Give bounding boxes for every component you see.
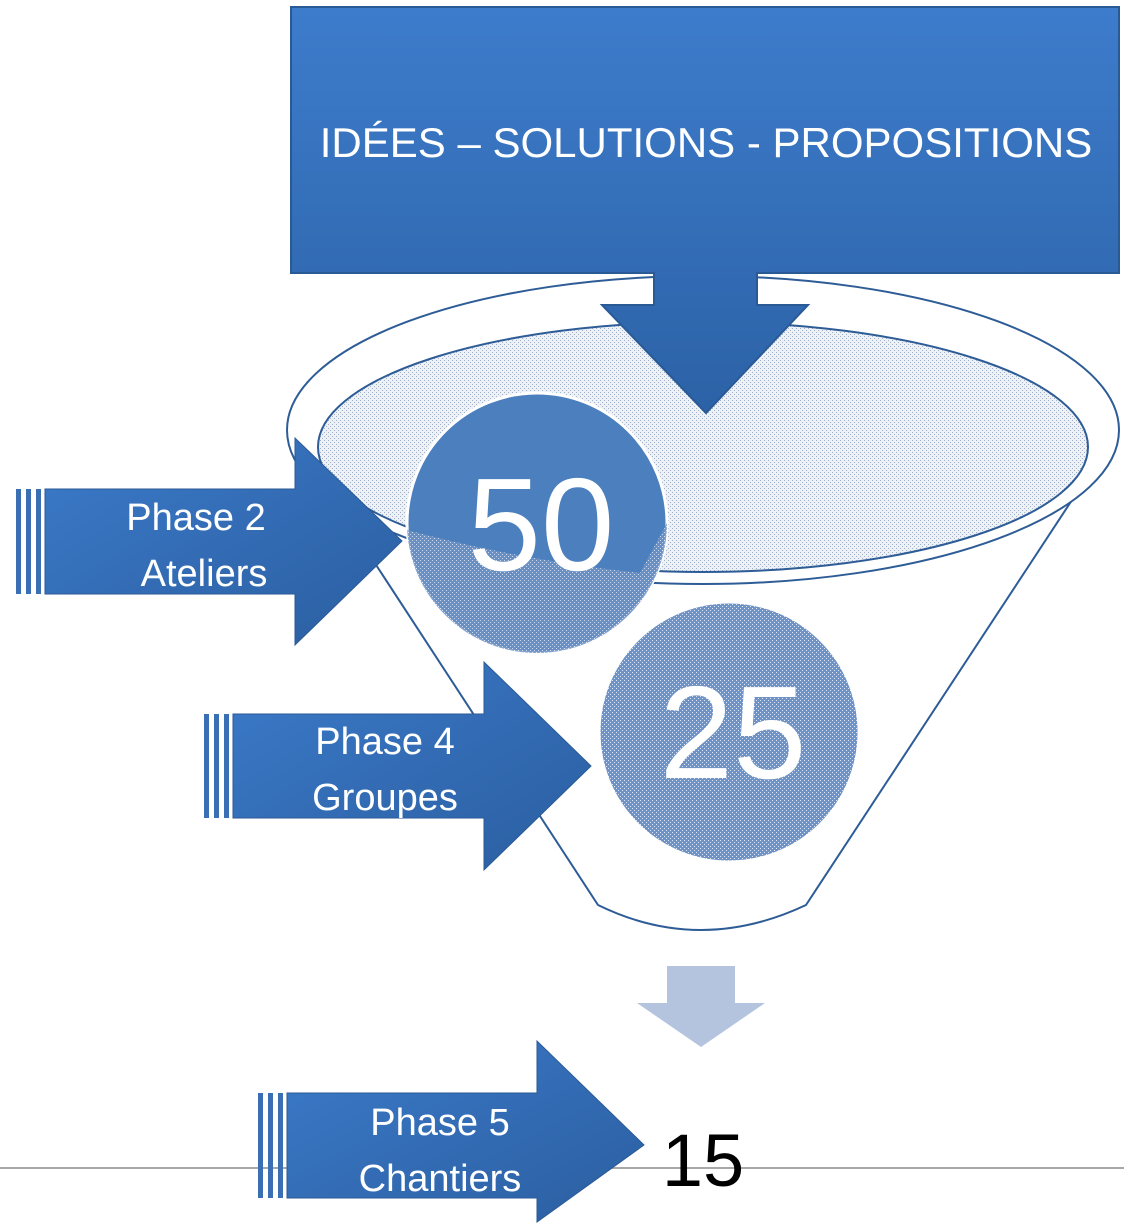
circle-50 (405, 391, 669, 655)
count-phase2: 50 (468, 451, 615, 598)
arrow-phase5 (258, 1039, 645, 1223)
arrow-phase5-line2: Chantiers (359, 1158, 522, 1200)
arrow-phase2-line1: Phase 2 (126, 497, 265, 539)
header-text: IDÉES – SOLUTIONS - PROPOSITIONS (320, 119, 1093, 166)
arrow-phase5-line1: Phase 5 (370, 1102, 509, 1144)
circle-25 (597, 600, 861, 864)
count-phase5: 15 (662, 1119, 744, 1202)
header-arrow-box (290, 6, 1120, 415)
small-down-arrow (637, 966, 765, 1047)
count-phase4: 25 (660, 659, 807, 806)
arrow-phase4-line1: Phase 4 (315, 721, 454, 763)
arrow-phase2-line2: Ateliers (141, 553, 268, 595)
arrow-phase4 (204, 660, 592, 872)
arrow-phase4-line2: Groupes (312, 777, 458, 819)
arrow-phase2 (16, 436, 403, 647)
